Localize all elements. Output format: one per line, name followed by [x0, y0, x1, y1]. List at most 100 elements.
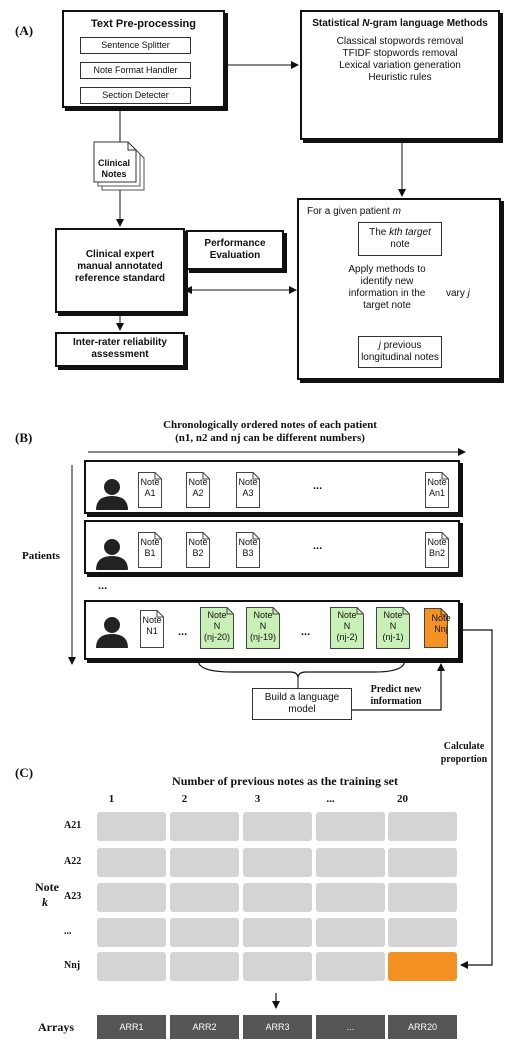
note-text: B1 — [144, 548, 156, 558]
array-block: ARR20 — [388, 1015, 457, 1039]
matrix-cell — [97, 848, 166, 877]
row-b-ellipsis: ... — [313, 540, 323, 552]
note-text: N1 — [146, 626, 158, 636]
note-text: Nnj — [434, 624, 448, 634]
k-axis-label: k — [42, 895, 48, 909]
column-header: ... — [326, 793, 335, 805]
row-n-ellipsis-1: ... — [178, 626, 188, 638]
note-text: B3 — [242, 548, 254, 558]
matrix-cell — [243, 952, 312, 981]
note-text: Note — [383, 610, 403, 620]
expert-line: Clinical expert — [85, 249, 155, 260]
matrix-cell — [316, 952, 385, 981]
method-item: Heuristic rules — [368, 72, 432, 83]
arrays-label: Arrays — [38, 1020, 74, 1034]
performance-line: Performance — [204, 238, 266, 249]
note-text: Note — [140, 477, 160, 487]
method-item: Classical stopwords removal — [336, 36, 464, 47]
note-text: (nj-20) — [203, 632, 230, 642]
row-label: A22 — [64, 856, 82, 867]
method-item: TFIDF stopwords removal — [342, 48, 458, 59]
note-text: A2 — [192, 488, 204, 498]
note-text: Note — [337, 610, 357, 620]
note-text: B2 — [192, 548, 204, 558]
note-text: Note — [431, 613, 451, 623]
row-label: Nnj — [64, 960, 81, 971]
preprocessing-title: Text Pre-processing — [91, 18, 196, 30]
array-block: ARR1 — [97, 1015, 166, 1039]
statistical-methods-list: Classical stopwords removal TFIDF stopwo… — [302, 36, 498, 84]
array-block: ... — [316, 1015, 385, 1039]
inter-rater-box: Inter-rater reliability assessment — [55, 332, 185, 367]
matrix-cell — [97, 918, 166, 947]
matrix-cell — [170, 918, 239, 947]
note-text: A1 — [144, 488, 156, 498]
matrix-cell — [243, 883, 312, 912]
calculate-arrow — [460, 629, 493, 969]
note-text: (nj-19) — [249, 632, 276, 642]
note-text: Note — [253, 610, 273, 620]
matrix-cell — [316, 848, 385, 877]
predict-arrow — [352, 663, 445, 711]
row-label: A21 — [64, 820, 82, 831]
expert-line: reference standard — [74, 273, 166, 284]
matrix-cell — [388, 883, 457, 912]
row-n-ellipsis-2: ... — [301, 626, 311, 638]
matrix-cell — [316, 883, 385, 912]
patient-avatar-b — [96, 539, 128, 570]
column-header: 3 — [254, 793, 261, 805]
note-text: (nj-2) — [336, 632, 358, 642]
panel-c-label: (C) — [15, 765, 34, 780]
matrix-cell — [316, 918, 385, 947]
note-text: N — [213, 621, 221, 631]
note-text: Bn2 — [428, 548, 445, 558]
note-text: N — [389, 621, 397, 631]
note-text: Note — [427, 537, 447, 547]
column-header: 20 — [397, 793, 408, 805]
patient-avatar-a — [96, 479, 128, 510]
method-item: Lexical variation generation — [339, 60, 461, 71]
matrix-title: Number of previous notes as the training… — [172, 774, 398, 788]
expert-reference-box: Clinical expert manual annotated referen… — [55, 228, 185, 313]
matrix-cell — [388, 812, 457, 841]
matrix-cell — [97, 883, 166, 912]
build-model-brace — [197, 659, 406, 679]
performance-evaluation-box: Performance Evaluation — [186, 230, 284, 270]
matrix-cell — [97, 812, 166, 841]
clinical-notes-stack-icon — [93, 141, 145, 191]
matrix-cell — [243, 918, 312, 947]
matrix-cell — [170, 952, 239, 981]
irr-line: Inter-rater reliability — [73, 337, 167, 348]
column-header: 1 — [108, 793, 115, 805]
note-text: N — [343, 621, 351, 631]
calculate-label: Calculate proportion — [440, 741, 488, 765]
matrix-cell — [170, 883, 239, 912]
matrix-cell — [170, 812, 239, 841]
patients-label: Patients — [22, 550, 60, 562]
matrix-cell — [170, 848, 239, 877]
note-text: (nj-1) — [382, 632, 404, 642]
note-text: Note — [140, 537, 160, 547]
matrix-cell-highlight — [388, 952, 457, 981]
note-text: Note — [238, 477, 258, 487]
row-label: ... — [64, 926, 72, 937]
note-text: Note — [427, 477, 447, 487]
note-text: A3 — [242, 488, 254, 498]
apply-methods-text: Apply methods to identify new informatio… — [340, 264, 434, 312]
matrix-cell — [388, 918, 457, 947]
statistical-methods-box: Statistical N-gram language Methods Clas… — [300, 10, 500, 140]
matrix-cell — [97, 952, 166, 981]
expert-line: manual annotated — [77, 261, 163, 272]
